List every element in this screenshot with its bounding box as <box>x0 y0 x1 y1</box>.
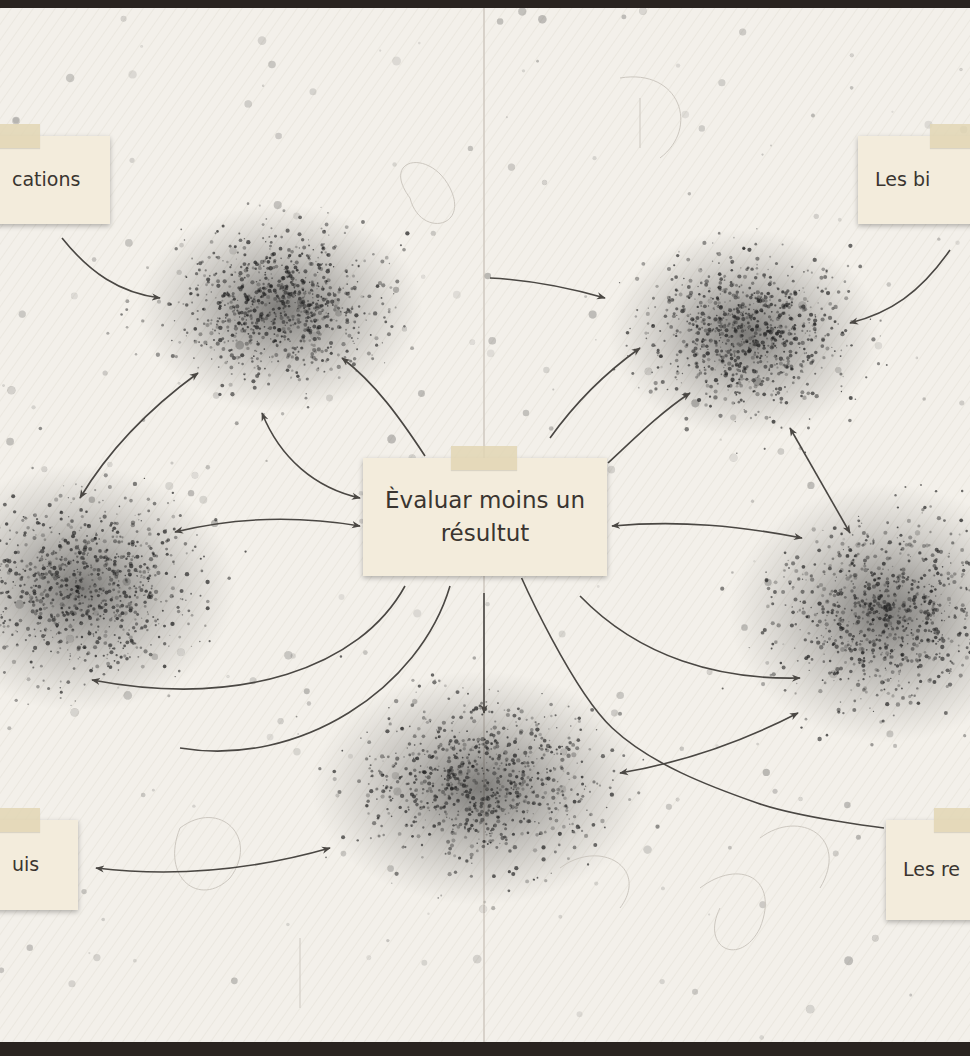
notebook-paper: cationsLes biÈvaluar moins un résultutui… <box>0 8 970 1042</box>
